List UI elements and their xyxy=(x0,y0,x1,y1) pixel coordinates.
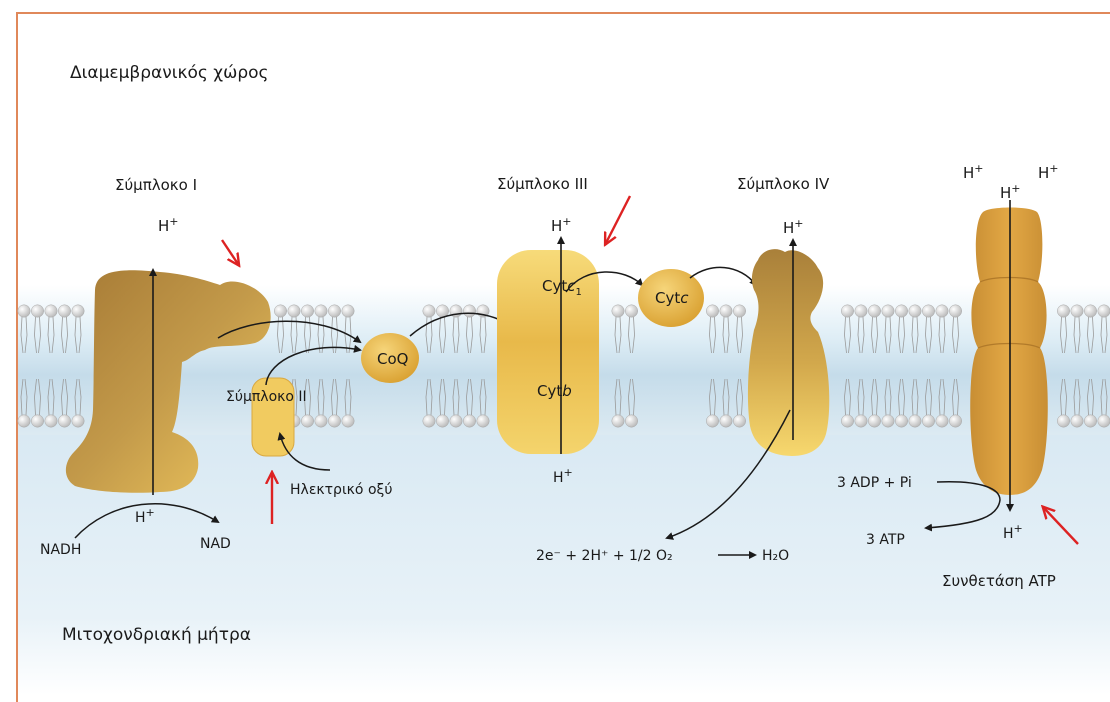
lipid-head xyxy=(1084,305,1096,317)
lipid-head xyxy=(58,415,70,427)
lipid-head xyxy=(45,415,57,427)
atp-synthase-label: Συνθετάση ATP xyxy=(942,572,1056,590)
lipid-head xyxy=(423,305,435,317)
lipid-head xyxy=(868,415,880,427)
lipid-head xyxy=(18,415,30,427)
lipid-head xyxy=(31,415,43,427)
lipid-head xyxy=(1071,305,1083,317)
atp-synthase-shape xyxy=(970,208,1048,496)
lipid-head xyxy=(288,305,300,317)
lipid-head xyxy=(841,305,853,317)
lipid-head xyxy=(45,305,57,317)
lipid-head xyxy=(855,415,867,427)
lipid-head xyxy=(909,305,921,317)
lipid-head xyxy=(841,415,853,427)
atp-synthase-proton-right: H+ xyxy=(1038,162,1059,182)
lipid-head xyxy=(949,415,961,427)
lipid-head xyxy=(423,415,435,427)
lipid-head xyxy=(895,415,907,427)
lipid-head xyxy=(1098,415,1110,427)
lipid-head xyxy=(18,305,30,317)
complex-3-label: Σύμπλοκο III xyxy=(497,175,588,193)
lipid-head xyxy=(31,305,43,317)
lipid-head xyxy=(342,415,354,427)
cytc-to-complex-4-arrow xyxy=(690,267,756,285)
lipid-head xyxy=(706,415,718,427)
lipid-head xyxy=(720,305,732,317)
lipid-head xyxy=(1057,305,1069,317)
complex-4-label: Σύμπλοκο IV xyxy=(737,175,830,193)
lipid-head xyxy=(895,305,907,317)
lipid-head xyxy=(58,305,70,317)
lipid-head xyxy=(301,305,313,317)
lipid-head xyxy=(315,305,327,317)
lipid-head xyxy=(72,305,84,317)
lipid-head xyxy=(1098,305,1110,317)
lipid-head xyxy=(733,415,745,427)
intermembrane-space-label: Διαμεμβρανικός χώρος xyxy=(70,63,269,83)
complex-1-label: Σύμπλοκο I xyxy=(115,176,197,194)
complex-4-proton-label: H+ xyxy=(783,217,804,237)
lipid-head xyxy=(328,415,340,427)
lipid-head xyxy=(463,415,475,427)
lipid-head xyxy=(868,305,880,317)
complex-4-shape xyxy=(748,249,829,456)
matrix-label: Μιτοχονδριακή μήτρα xyxy=(62,625,251,645)
lipid-head xyxy=(922,415,934,427)
complex-3-proton-label: H+ xyxy=(551,215,572,235)
lipid-head xyxy=(477,415,489,427)
lipid-head xyxy=(612,415,624,427)
cytb-label: Cytb xyxy=(537,382,572,400)
lipid-head xyxy=(909,415,921,427)
lipid-head xyxy=(936,415,948,427)
nad-label: NAD xyxy=(200,536,231,552)
succinate-label: Ηλεκτρικό οξύ xyxy=(290,482,392,498)
lipid-head xyxy=(855,305,867,317)
lipid-head xyxy=(949,305,961,317)
lipid-head xyxy=(72,415,84,427)
lipid-head xyxy=(720,415,732,427)
lipid-head xyxy=(733,305,745,317)
lipid-head xyxy=(301,415,313,427)
complex-1-highlight-arrow xyxy=(222,240,238,264)
coq-label: CoQ xyxy=(377,350,408,368)
complex-1-proton-label: H+ xyxy=(158,215,179,235)
oxygen-reaction-label: 2e⁻ + 2H⁺ + 1/2 O₂ xyxy=(536,548,673,564)
lipid-head xyxy=(625,415,637,427)
lipid-head xyxy=(436,415,448,427)
lipid-head xyxy=(936,305,948,317)
lipid-head xyxy=(450,415,462,427)
lipid-head xyxy=(882,305,894,317)
atp-synthase-proton-top: H+ xyxy=(1000,182,1021,202)
lipid-head xyxy=(315,415,327,427)
complex-2-label: Σύμπλοκο II xyxy=(226,389,307,405)
lipid-head xyxy=(342,305,354,317)
lipid-head xyxy=(463,305,475,317)
cytc-label: Cytc xyxy=(655,289,689,307)
lipid-head xyxy=(706,305,718,317)
lipid-head xyxy=(1057,415,1069,427)
nadh-label: NADH xyxy=(40,542,81,558)
lipid-head xyxy=(328,305,340,317)
lipid-head xyxy=(612,305,624,317)
water-label: H₂O xyxy=(762,548,789,564)
lipid-head xyxy=(274,305,286,317)
complex-3-highlight-arrow xyxy=(606,196,630,243)
lipid-head xyxy=(625,305,637,317)
lipid-head xyxy=(1071,415,1083,427)
lipid-head xyxy=(882,415,894,427)
atp-synthase-proton-left: H+ xyxy=(963,162,984,182)
adp-pi-label: 3 ADP + Pi xyxy=(837,475,912,491)
lipid-head xyxy=(922,305,934,317)
lipid-head xyxy=(1084,415,1096,427)
atp-label: 3 ATP xyxy=(866,532,905,548)
